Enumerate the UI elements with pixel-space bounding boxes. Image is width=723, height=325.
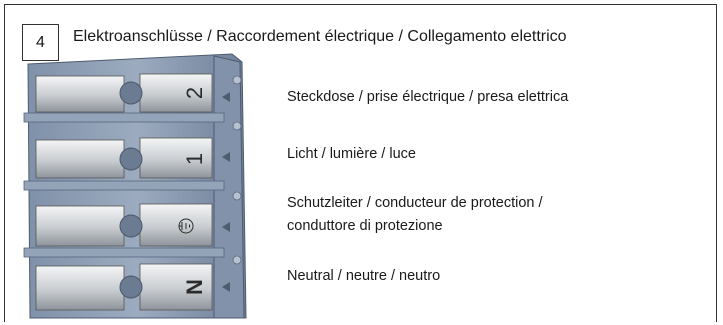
ground-symbol-icon [178, 218, 194, 234]
label-line: Licht / lumière / luce [287, 146, 416, 162]
step-number: 4 [36, 33, 45, 51]
slot-separator [23, 180, 225, 191]
terminal-marking-1: 1 [182, 153, 207, 165]
label-line: Steckdose / prise électrique / presa ele… [287, 89, 569, 105]
slot-separator [23, 112, 225, 123]
release-hole [119, 147, 143, 171]
spring-clip [35, 205, 125, 247]
spring-clip [139, 137, 213, 179]
slot-separator [23, 247, 225, 258]
instruction-frame [4, 4, 717, 322]
terminal-slot-1 [35, 137, 213, 179]
side-markers [222, 92, 230, 292]
spring-clip [139, 73, 213, 113]
label-line: Schutzleiter / conducteur de protection … [287, 195, 543, 211]
side-bumps [232, 75, 242, 265]
terminal-marking-2: 2 [182, 87, 207, 99]
terminal-slot-ground [35, 203, 213, 247]
terminal-slot-2 [35, 73, 213, 113]
terminal-label-socket: Steckdose / prise électrique / presa ele… [287, 86, 568, 109]
release-hole [119, 275, 143, 299]
label-line: conduttore di protezione [287, 218, 443, 234]
section-title: Elektroanschlüsse / Raccordement électri… [73, 28, 567, 45]
release-hole [119, 81, 143, 105]
terminal-slot-n [35, 263, 213, 311]
spring-clip [35, 139, 125, 179]
release-hole [119, 214, 143, 238]
spring-clip [139, 263, 213, 311]
terminal-marking-n: N [182, 279, 207, 295]
label-line: Neutral / neutre / neutro [287, 268, 441, 284]
spring-clip [139, 203, 213, 247]
terminal-label-light: Licht / lumière / luce [287, 143, 416, 166]
step-number-box: 4 [22, 24, 59, 61]
spring-clip [35, 265, 125, 311]
terminal-label-ground: Schutzleiter / conducteur de protection … [287, 192, 543, 238]
spring-clip [35, 75, 125, 113]
terminal-label-neutral: Neutral / neutre / neutro [287, 265, 440, 288]
